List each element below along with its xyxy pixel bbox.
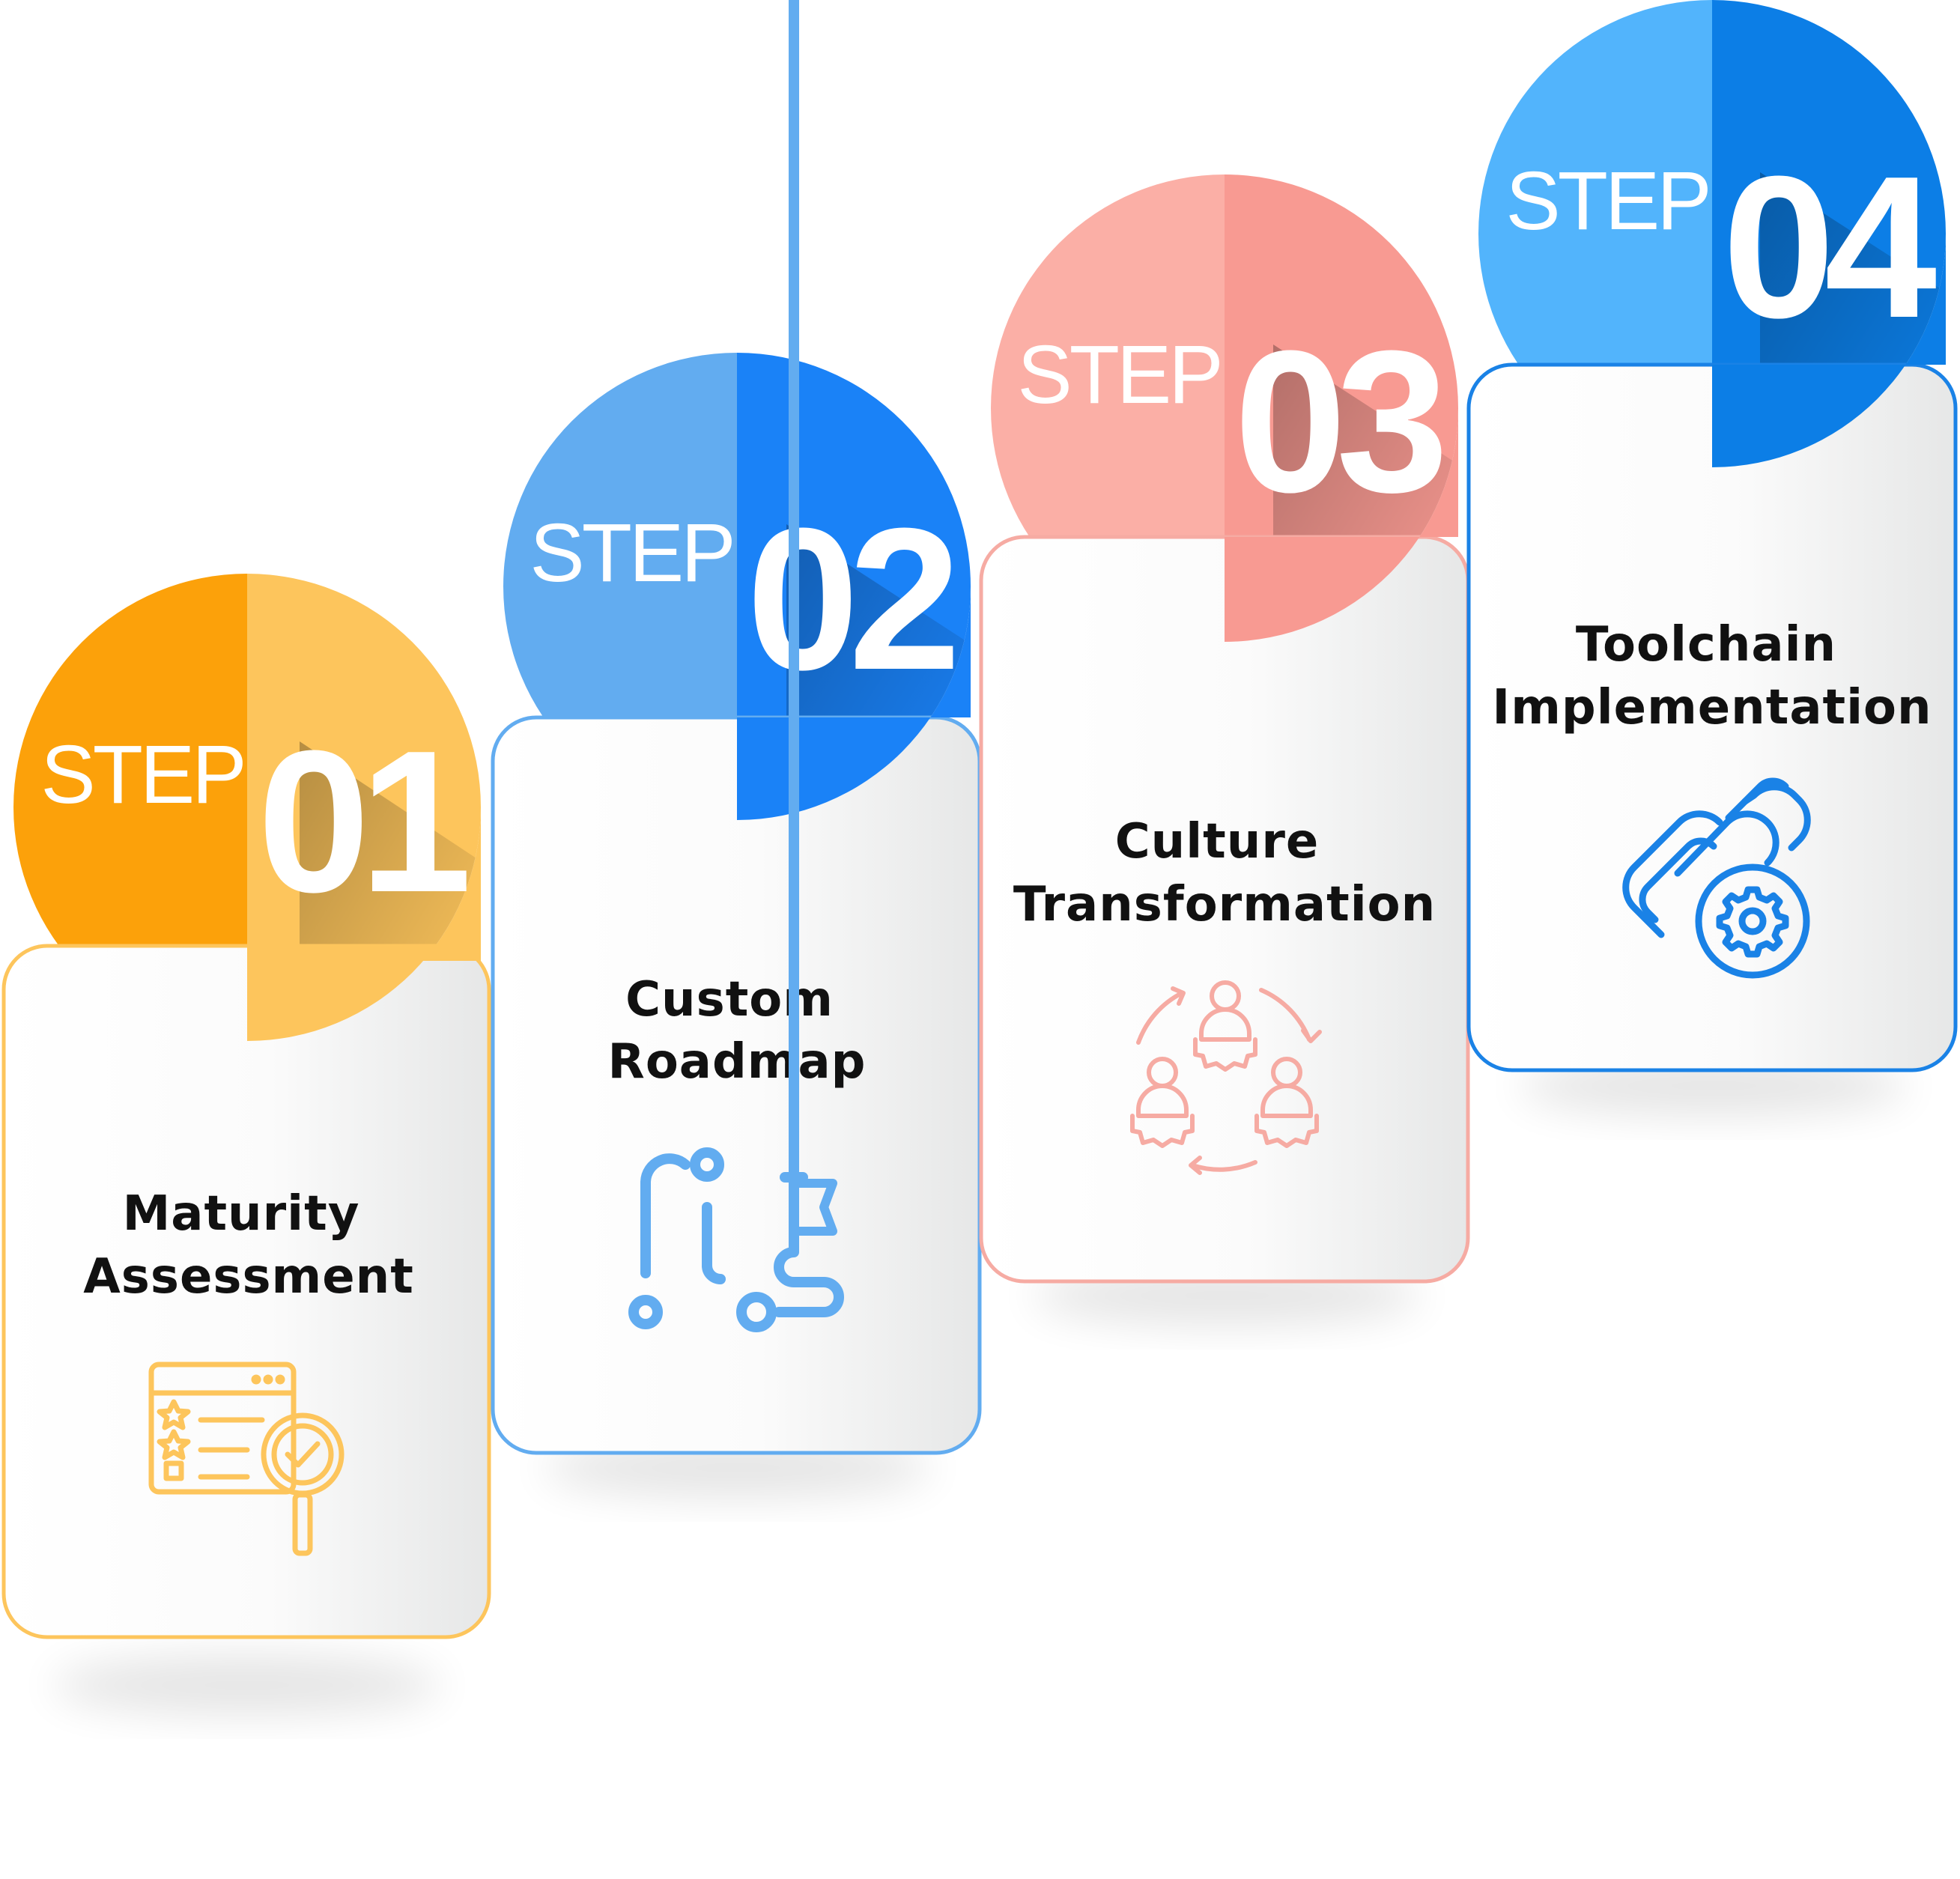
step-card xyxy=(1,944,491,1639)
step-label: STEP xyxy=(1017,329,1220,421)
card-title-line1: Maturity xyxy=(123,1186,360,1242)
step-label: STEP xyxy=(530,507,732,599)
card-title-line2: Assessment xyxy=(83,1249,414,1305)
card-title-line1: Culture xyxy=(1115,814,1320,869)
step-04: STEP 04 Toolchain Implementation xyxy=(1466,0,1958,1116)
circle-overlap-band xyxy=(247,946,481,961)
step-01: STEP 01 Maturity Assessment xyxy=(1,574,491,1715)
card-shadow xyxy=(52,1655,442,1715)
card-title-line2: Implementation xyxy=(1492,680,1932,735)
step-label: STEP xyxy=(40,729,243,821)
step-03: STEP 03 Culture Transformation xyxy=(979,174,1470,1326)
step-number: 01 xyxy=(258,709,467,935)
chain-link-gear-icon xyxy=(1622,777,1811,979)
step-02: STEP 02 Custom Roadmap xyxy=(491,0,982,1498)
roadmap-flag-icon xyxy=(628,0,844,1332)
team-cycle-gears-icon xyxy=(1130,980,1322,1175)
step-number: 04 xyxy=(1723,135,1938,360)
card-title-line1: Custom xyxy=(625,972,834,1027)
card-title-line2: Transformation xyxy=(1013,877,1436,932)
step-label: STEP xyxy=(1505,155,1708,247)
circle-overlap xyxy=(1225,408,1458,642)
card-title-line1: Toolchain xyxy=(1576,617,1836,673)
circle-overlap xyxy=(247,807,481,1041)
step-number: 03 xyxy=(1234,309,1444,535)
card-title-line2: Roadmap xyxy=(608,1034,867,1090)
circle-overlap xyxy=(1712,234,1946,467)
step-number: 02 xyxy=(747,487,956,712)
assessment-magnifier-icon xyxy=(148,1362,345,1556)
